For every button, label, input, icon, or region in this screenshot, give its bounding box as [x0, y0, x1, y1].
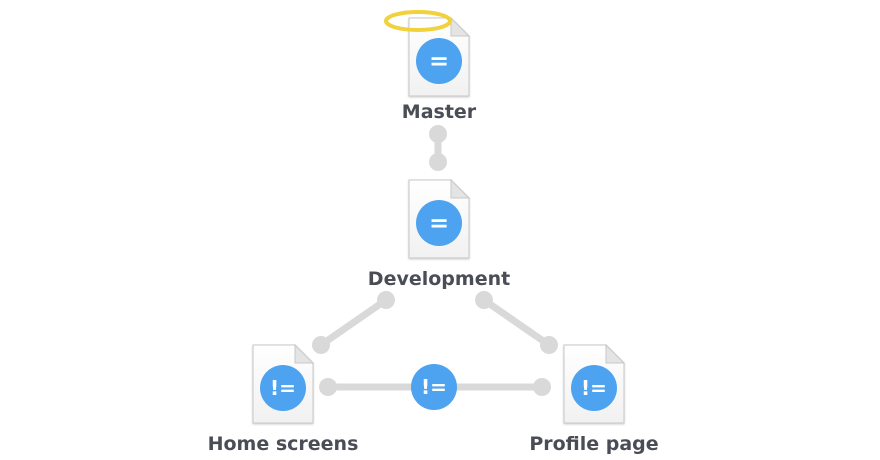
- node-label-development: Development: [368, 268, 510, 290]
- badge-symbol: =: [429, 47, 449, 75]
- document-not-equal-icon: !=: [252, 343, 315, 424]
- badge-symbol: !=: [421, 375, 447, 399]
- node-label-home-screens: Home screens: [208, 433, 359, 455]
- node-home-screens: != Home screens: [208, 343, 359, 455]
- connector-development-profile: [475, 291, 558, 354]
- node-master: = Master: [384, 10, 477, 123]
- document-equal-icon: =: [408, 178, 471, 259]
- not-equal-badge-icon: !=: [411, 364, 457, 410]
- node-label-master: Master: [402, 101, 477, 123]
- node-profile-page: != Profile page: [529, 343, 659, 455]
- badge-symbol: !=: [270, 376, 296, 400]
- connector-development-home: [312, 291, 395, 354]
- document-not-equal-icon: !=: [563, 343, 626, 424]
- connectors: [312, 125, 558, 396]
- document-equal-icon: =: [408, 16, 471, 97]
- halo-icon: [384, 10, 452, 32]
- badge-symbol: =: [429, 209, 449, 237]
- connector-master-development: [429, 125, 447, 171]
- badge-symbol: !=: [581, 376, 607, 400]
- node-label-profile-page: Profile page: [529, 433, 658, 455]
- node-development: = Development: [368, 178, 510, 290]
